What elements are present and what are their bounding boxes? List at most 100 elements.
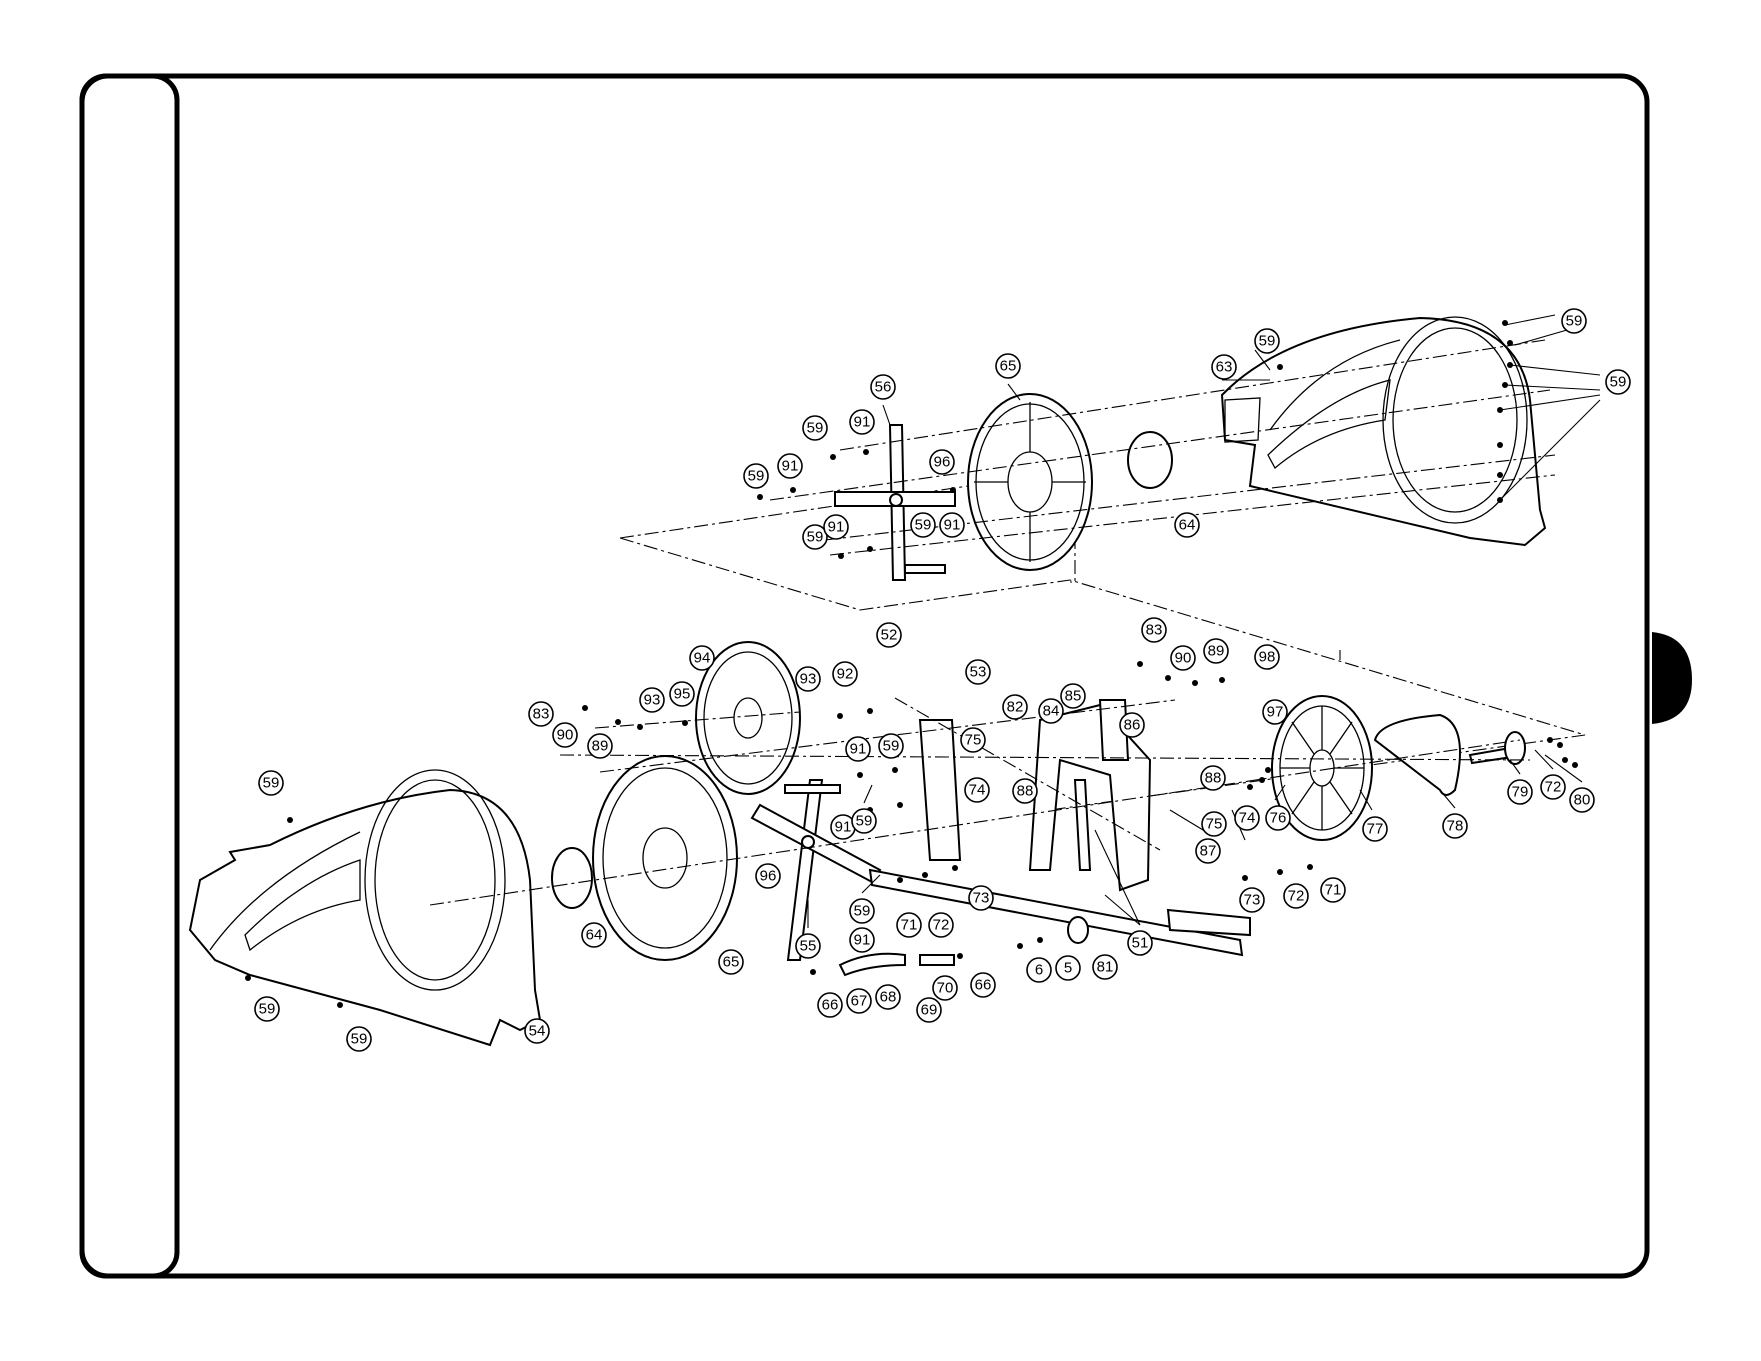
callout-number: 59 — [856, 813, 873, 830]
callout-number: 83 — [533, 706, 550, 723]
pedal-arm — [840, 954, 905, 975]
part-callout: 70 — [933, 976, 957, 1000]
hardware-dot — [1497, 442, 1503, 448]
part-callout: 91 — [850, 410, 874, 434]
callout-number: 94 — [694, 650, 711, 667]
hardware-dot — [1572, 762, 1578, 768]
callout-number: 93 — [644, 692, 661, 709]
part-callout: 5 — [1056, 956, 1080, 980]
hardware-dot — [897, 802, 903, 808]
callout-number: 91 — [828, 519, 845, 536]
part-callout: 71 — [897, 913, 921, 937]
part-callout: 79 — [1508, 780, 1532, 804]
callout-number: 59 — [1259, 333, 1276, 350]
part-callout: 75 — [1202, 812, 1226, 836]
part-callout: 75 — [961, 728, 985, 752]
callout-number: 68 — [880, 989, 897, 1006]
callout-number: 59 — [854, 903, 871, 920]
callout-number: 59 — [351, 1031, 368, 1048]
leader-line — [883, 405, 890, 425]
part-callout: 59 — [259, 771, 283, 795]
part-callout: 59 — [347, 1027, 371, 1051]
hardware-dot — [1242, 875, 1248, 881]
part-callout: 86 — [1120, 713, 1144, 737]
part-callout: 80 — [1570, 788, 1594, 812]
pedal-axle — [920, 955, 954, 965]
part-callout: 91 — [850, 928, 874, 952]
part-callout: 84 — [1039, 699, 1063, 723]
callout-number: 66 — [822, 997, 839, 1014]
hardware-dot — [837, 713, 843, 719]
hardware-dot — [1562, 757, 1568, 763]
hardware-dot — [245, 975, 251, 981]
callout-number: 84 — [1043, 703, 1060, 720]
callout-number: 91 — [854, 414, 871, 431]
callout-number: 88 — [1205, 770, 1222, 787]
hardware-dot — [1137, 661, 1143, 667]
hardware-dot — [863, 449, 869, 455]
bushing-81 — [1068, 917, 1088, 943]
page-frame — [82, 76, 1647, 1276]
part-callout: 91 — [824, 515, 848, 539]
part-callout: 67 — [847, 989, 871, 1013]
part-callout: 91 — [778, 454, 802, 478]
part-callout: 64 — [1175, 513, 1199, 537]
callout-number: 51 — [1132, 935, 1149, 952]
part-callout: 6 — [1027, 958, 1051, 982]
callout-number: 72 — [933, 917, 950, 934]
callout-number: 72 — [1288, 888, 1305, 905]
hardware-dot — [952, 865, 958, 871]
hardware-dot — [1497, 472, 1503, 478]
callout-number: 55 — [800, 938, 817, 955]
part-callout: 91 — [831, 815, 855, 839]
callout-number: 75 — [1206, 816, 1223, 833]
callout-number: 77 — [1367, 821, 1384, 838]
callout-number: 78 — [1447, 818, 1464, 835]
callout-number: 89 — [592, 738, 609, 755]
part-callout: 72 — [1541, 775, 1565, 799]
hardware-dot — [1507, 340, 1513, 346]
part-callout: 78 — [1443, 814, 1467, 838]
hardware-dot — [1247, 784, 1253, 790]
callout-number: 88 — [1017, 783, 1034, 800]
part-callout: 55 — [796, 934, 820, 958]
callout-number: 71 — [901, 917, 918, 934]
part-callout: 88 — [1201, 766, 1225, 790]
drive-belt — [1375, 715, 1460, 795]
side-tab-strip — [82, 76, 177, 1276]
callout-number: 64 — [586, 927, 603, 944]
part-callout: 90 — [553, 723, 577, 747]
part-callout: 93 — [640, 688, 664, 712]
leader-line — [1515, 330, 1567, 345]
part-callout: 72 — [929, 913, 953, 937]
hardware-dot — [615, 719, 621, 725]
part-callout: 74 — [1235, 806, 1259, 830]
page-tab-marker — [1652, 632, 1692, 724]
hardware-dot — [1277, 364, 1283, 370]
callout-number: 67 — [851, 993, 868, 1010]
callout-number: 53 — [970, 664, 987, 681]
main-frame — [870, 700, 1250, 955]
part-callout: 73 — [969, 886, 993, 910]
callout-number: 91 — [835, 819, 852, 836]
left-housing-cover — [190, 770, 540, 1045]
callout-number: 63 — [1216, 359, 1233, 376]
callout-number: 96 — [760, 868, 777, 885]
hardware-dot — [637, 724, 643, 730]
hardware-dot — [1277, 869, 1283, 875]
hardware-dot — [582, 705, 588, 711]
hardware-dot — [1192, 680, 1198, 686]
hardware-dot — [1307, 864, 1313, 870]
part-callout: 88 — [1013, 779, 1037, 803]
hardware-dot — [1165, 675, 1171, 681]
callout-number: 76 — [1270, 810, 1287, 827]
hardware-dot — [810, 969, 816, 975]
part-callout: 68 — [876, 985, 900, 1009]
part-callout: 74 — [965, 778, 989, 802]
part-callout: 91 — [940, 513, 964, 537]
part-callout: 59 — [744, 464, 768, 488]
callout-number: 82 — [1007, 699, 1024, 716]
part-callout: 94 — [690, 646, 714, 670]
callout-number: 52 — [881, 627, 898, 644]
